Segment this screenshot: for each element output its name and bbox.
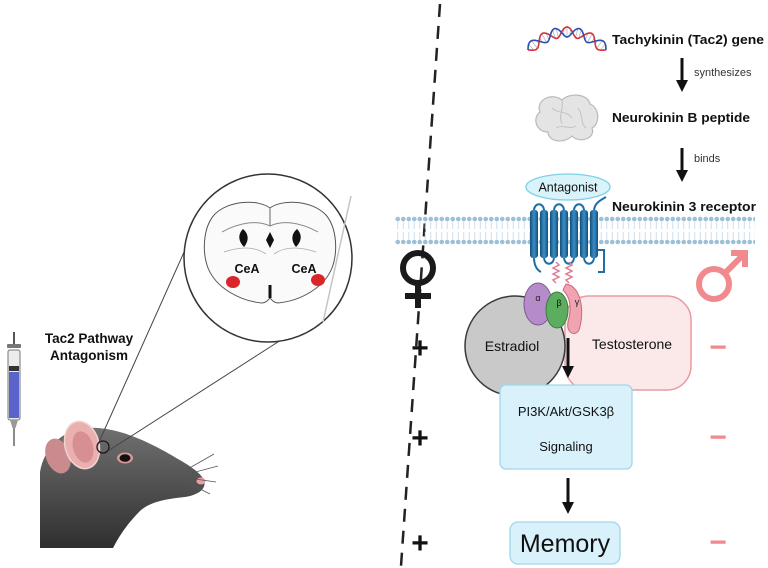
g-beta-label: β: [556, 298, 561, 308]
brain-region-marker-icon: [96, 440, 110, 454]
signaling-label-line2: Signaling: [539, 439, 593, 454]
memory-box: [509, 521, 621, 565]
receptor-icon: [530, 196, 607, 284]
peptide-blob: [535, 94, 599, 142]
syringe-stopper: [9, 366, 19, 371]
receptor-helix-1: [530, 210, 538, 258]
corpus-callosum: [221, 222, 319, 233]
brain-slice-zoom: CeA CeA: [183, 173, 353, 343]
syringe-icon: [7, 332, 21, 446]
female-effect-memory: +: [411, 527, 429, 560]
signaling-label-line1: PI3K/Akt/GSK3β: [518, 404, 614, 419]
dna-base-pair: [541, 33, 547, 43]
memory-label: Memory: [520, 530, 611, 558]
syringe-tip: [10, 420, 18, 428]
gene-label: Tachykinin (Tac2) gene: [612, 32, 764, 47]
receptor-helix-3: [550, 210, 558, 258]
male-effect-memory: −: [709, 526, 727, 559]
lateral-ventricle-right: [292, 229, 301, 247]
dna-base-pair: [545, 33, 550, 40]
female-symbol-icon: [400, 250, 436, 308]
dna-base-pair: [587, 33, 593, 43]
dna-base-pair: [555, 28, 559, 38]
brain-inner-contour-right: [273, 247, 317, 255]
synthesizes-label: synthesizes: [694, 67, 752, 79]
male-symbol-icon: [696, 250, 748, 302]
arrow-binds: [676, 148, 688, 182]
estradiol-label: Estradiol: [485, 338, 539, 354]
slice-plane-line: [322, 195, 352, 323]
antagonist-badge: [525, 173, 611, 201]
g-beta-subunit: [545, 291, 569, 329]
treatment-title-line2: Antagonism: [50, 348, 128, 363]
receptor-helix-7: [590, 210, 598, 258]
dna-strand-red: [527, 26, 607, 51]
brain-inner-contour-left: [223, 247, 267, 255]
testosterone-label: Testosterone: [592, 336, 672, 352]
peptide-icon: [535, 94, 599, 142]
mouse-nose: [196, 477, 206, 485]
dna-base-pair: [528, 43, 535, 51]
syringe-thumb-rest: [7, 344, 21, 348]
receptor-helix-4: [560, 210, 568, 258]
mouse-eye: [119, 454, 131, 462]
binds-label: binds: [694, 153, 721, 165]
g-alpha-label: α: [535, 293, 540, 303]
arrow-synthesizes: [676, 58, 688, 92]
receptor-helix-5: [570, 210, 578, 258]
dna-strand-blue: [527, 27, 607, 51]
antagonist-label: Antagonist: [538, 181, 598, 195]
male-effect-signaling: −: [709, 421, 727, 454]
g-gamma-label: γ: [575, 297, 580, 307]
female-effect-estradiol: +: [411, 332, 429, 365]
dna-base-pair: [578, 29, 582, 39]
arrow-to-memory: [562, 478, 574, 514]
arrow-to-signaling: [562, 338, 574, 378]
peptide-label: Neurokinin B peptide: [612, 110, 750, 125]
third-ventricle: [266, 232, 274, 248]
brain-slice-icon: CeA CeA: [203, 201, 337, 304]
cea-marker-right: [311, 274, 325, 286]
peptide-fold-lines: [551, 99, 587, 129]
male-effect-testosterone: −: [709, 331, 727, 364]
dna-base-pair: [575, 28, 579, 38]
panel-divider-dashed-line: [399, 3, 442, 567]
dna-icon: [527, 26, 607, 51]
cea-label-left: CeA: [234, 262, 259, 276]
treatment-title-line1: Tac2 Pathway: [45, 331, 134, 346]
mouse-whiskers: [185, 453, 219, 495]
zoom-line-upper: [98, 240, 190, 443]
syringe-liquid: [9, 372, 19, 418]
g-gamma-subunit: [562, 283, 583, 334]
cea-marker-left: [226, 276, 240, 288]
mouse-icon: [40, 420, 219, 548]
receptor-helix-6: [580, 210, 588, 258]
mouse-inner-ear: [72, 431, 94, 463]
receptor-helix-2: [540, 210, 548, 258]
g-protein-icon: α β γ: [523, 282, 583, 334]
female-effect-signaling: +: [411, 422, 429, 455]
receptor-loops: [533, 196, 607, 273]
dna-base-pair: [531, 40, 538, 49]
dna-base-pair: [599, 43, 606, 51]
receptor-label: Neurokinin 3 receptor: [612, 199, 756, 214]
lateral-ventricle-left: [239, 229, 248, 247]
dna-base-pair: [552, 29, 556, 39]
dna-base-pair: [596, 40, 603, 49]
signaling-box: [499, 384, 633, 470]
ventral-ventricle: [268, 285, 272, 298]
cea-label-right: CeA: [291, 262, 316, 276]
receptor-g-protein-links: [551, 261, 574, 284]
dna-base-pair: [584, 33, 589, 40]
